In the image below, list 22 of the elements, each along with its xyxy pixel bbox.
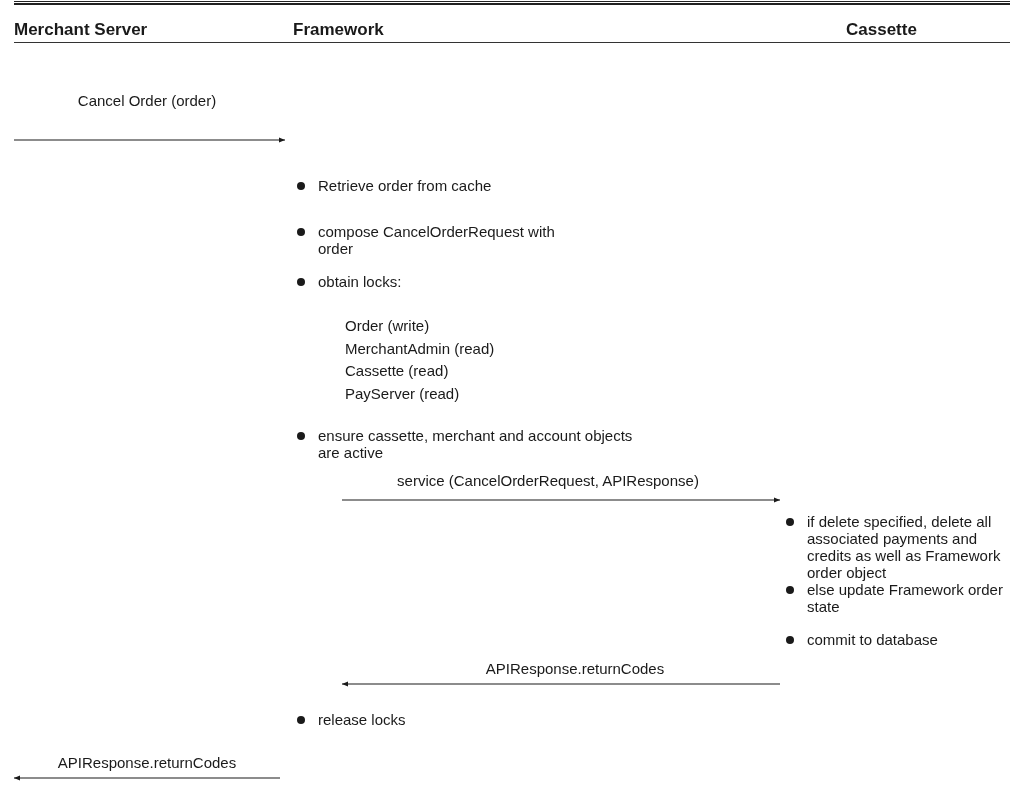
bullet-text: Retrieve order from cache: [318, 177, 493, 194]
arrow: [13, 137, 286, 143]
bullet-text: ensure cassette, merchant and account objects are active: [318, 427, 634, 461]
bullet-text: else update Framework order state: [807, 581, 1004, 615]
edge-label: APIResponse.returnCodes: [483, 660, 667, 677]
column-header: Cassette: [846, 20, 917, 40]
lock-item: Cassette (read): [345, 362, 450, 379]
edge-label: APIResponse.returnCodes: [55, 754, 239, 771]
bullet-text: obtain locks:: [318, 273, 403, 290]
column-header: Merchant Server: [14, 20, 148, 40]
edge-label: Cancel Order (order): [75, 92, 219, 109]
bullet-text: compose CancelOrderRequest with order: [318, 223, 556, 257]
arrow: [13, 775, 281, 781]
bullet-text: commit to database: [807, 631, 939, 648]
lock-item: Order (write): [345, 317, 431, 334]
lock-item: MerchantAdmin (read): [345, 340, 496, 357]
lock-item: PayServer (read): [345, 385, 461, 402]
column-header: Framework: [293, 20, 384, 40]
bullet-text: release locks: [318, 711, 407, 728]
edge-label: service (CancelOrderRequest, APIResponse): [395, 472, 701, 489]
arrow: [341, 681, 781, 687]
arrow: [341, 497, 781, 503]
